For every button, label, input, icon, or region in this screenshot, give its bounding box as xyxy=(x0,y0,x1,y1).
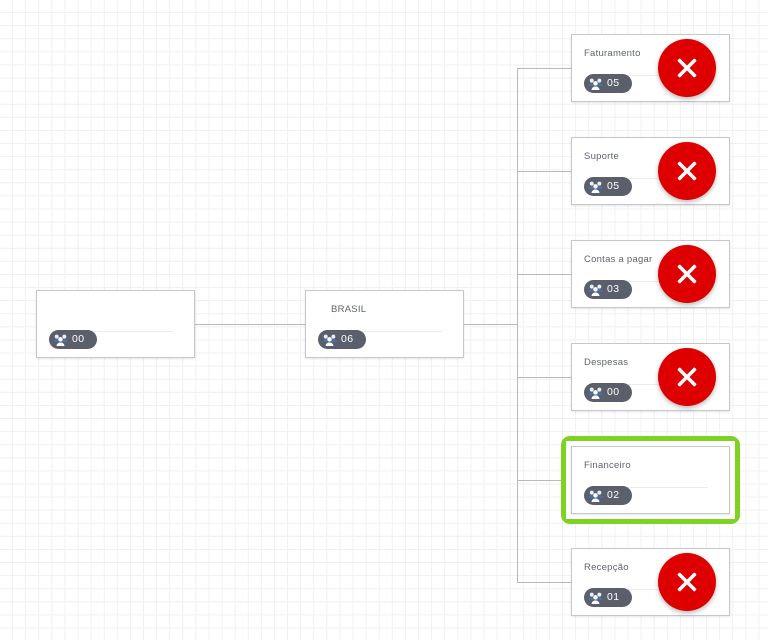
employee-count-value: 02 xyxy=(607,489,620,502)
org-node-divider xyxy=(327,331,442,332)
group-people-icon xyxy=(588,180,603,194)
employee-count-badge[interactable]: 05 xyxy=(584,74,632,93)
group-people-icon xyxy=(588,77,603,91)
blocked-status-icon[interactable] xyxy=(658,142,716,200)
org-node-title: Faturamento xyxy=(584,48,641,59)
employee-count-badge[interactable]: 05 xyxy=(584,177,632,196)
connector-brasil-to-trunk xyxy=(464,324,517,325)
org-node-body: Faturamento 05 xyxy=(572,35,729,101)
employee-count-badge[interactable]: 03 xyxy=(584,280,632,299)
org-node-title: Recepção xyxy=(584,562,629,573)
org-node-root[interactable]: 00 xyxy=(36,290,195,358)
connector-trunk xyxy=(517,68,518,582)
org-node-body: Contas a pagar 03 xyxy=(572,241,729,307)
org-node-body: BRASIL 06 xyxy=(306,291,463,357)
org-node-body: 00 xyxy=(37,291,194,357)
org-node-divider xyxy=(593,589,708,590)
org-node-divider xyxy=(593,281,708,282)
employee-count-value: 05 xyxy=(607,180,620,193)
blocked-status-icon[interactable] xyxy=(658,245,716,303)
blocked-status-icon[interactable] xyxy=(658,553,716,611)
employee-count-value: 00 xyxy=(72,333,85,346)
org-node-title: Suporte xyxy=(584,151,620,162)
employee-count-value: 03 xyxy=(607,283,620,296)
org-node-financeiro[interactable]: Financeiro 02 xyxy=(571,446,730,514)
org-node-body: Despesas 00 xyxy=(572,344,729,410)
connector-trunk-to-despesas xyxy=(517,377,571,378)
group-people-icon xyxy=(588,283,603,297)
employee-count-badge[interactable]: 00 xyxy=(584,383,632,402)
group-people-icon xyxy=(588,591,603,605)
connector-trunk-to-suporte xyxy=(517,171,571,172)
blocked-status-icon[interactable] xyxy=(658,348,716,406)
connector-root-to-brasil xyxy=(195,324,305,325)
group-people-icon xyxy=(53,333,68,347)
org-node-divider xyxy=(593,384,708,385)
employee-count-badge[interactable]: 06 xyxy=(318,330,366,349)
org-node-brasil[interactable]: BRASIL 06 xyxy=(305,290,464,358)
org-node-body: Financeiro 02 xyxy=(572,447,729,513)
employee-count-value: 05 xyxy=(607,77,620,90)
org-node-divider xyxy=(593,75,708,76)
employee-count-value: 00 xyxy=(607,386,620,399)
group-people-icon xyxy=(588,489,603,503)
employee-count-value: 01 xyxy=(607,591,620,604)
employee-count-badge[interactable]: 02 xyxy=(584,486,632,505)
org-node-title: Contas a pagar xyxy=(584,254,653,265)
connector-trunk-to-contas-a-pagar xyxy=(517,274,571,275)
org-node-divider xyxy=(593,178,708,179)
org-node-divider xyxy=(593,487,708,488)
org-node-body: Recepção 01 xyxy=(572,549,729,615)
org-node-title: Despesas xyxy=(584,357,629,368)
org-node-title: Financeiro xyxy=(584,460,631,471)
connector-trunk-to-faturamento xyxy=(517,68,571,69)
employee-count-badge[interactable]: 01 xyxy=(584,588,632,607)
selected-node-outline xyxy=(561,436,740,524)
org-node-body: Suporte 05 xyxy=(572,138,729,204)
group-people-icon xyxy=(588,386,603,400)
employee-count-badge[interactable]: 00 xyxy=(49,330,97,349)
org-node-title: BRASIL xyxy=(331,304,367,315)
blocked-status-icon[interactable] xyxy=(658,39,716,97)
employee-count-value: 06 xyxy=(341,333,354,346)
connector-trunk-to-recepcao xyxy=(517,582,571,583)
group-people-icon xyxy=(322,333,337,347)
org-node-divider xyxy=(58,331,173,332)
connector-trunk-to-financeiro xyxy=(517,480,571,481)
